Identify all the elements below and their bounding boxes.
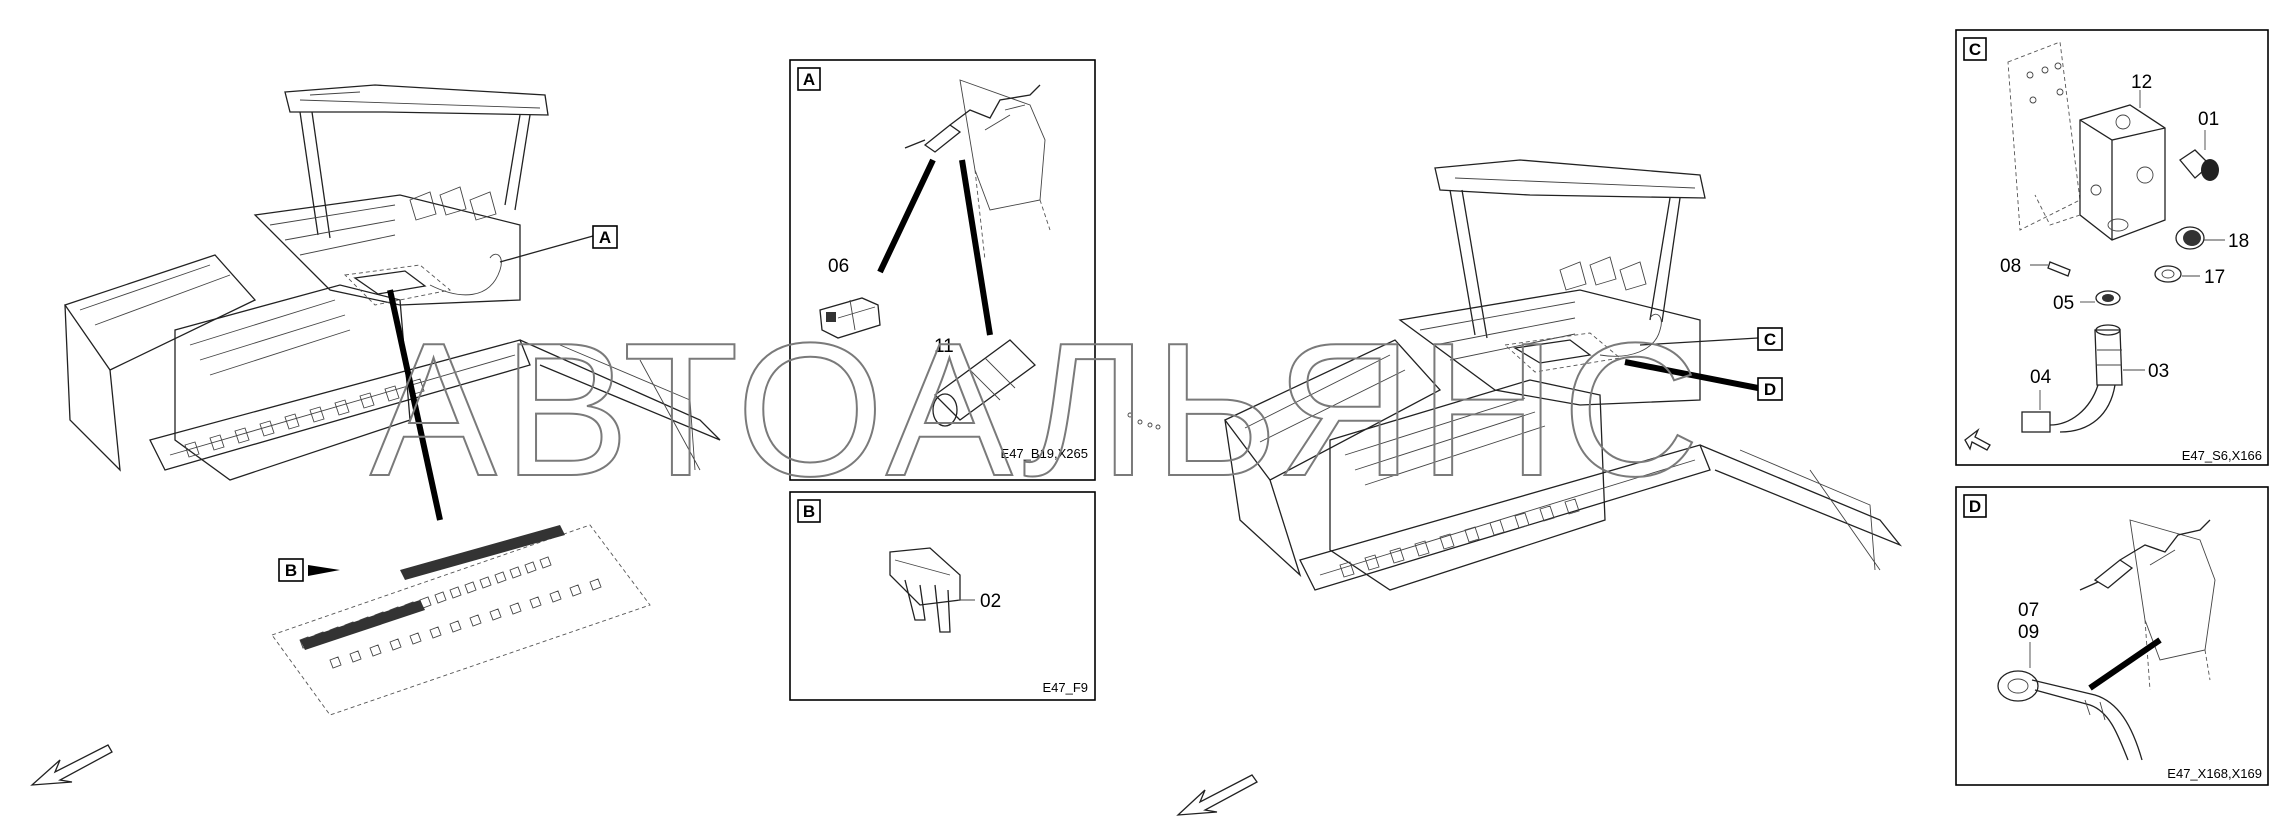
part-number-03: 03: [2148, 361, 2169, 382]
part-number-18: 18: [2228, 231, 2249, 252]
callout-c-right: C: [1757, 327, 1783, 351]
harness-plug-part-04: [2021, 384, 2116, 433]
part-number-09: 09: [2018, 622, 2039, 643]
paver-machine-right: [1224, 159, 1903, 591]
panel-b-drawing-id: E47_F9: [1042, 680, 1088, 695]
direction-arrow-icon: [30, 744, 113, 786]
leader-line: [1624, 359, 1759, 391]
panel-d-letter: D: [1969, 497, 1981, 516]
connector-part-06: [819, 297, 881, 339]
paver-machine-left: [63, 84, 721, 481]
pressure-switch-part-03: [2094, 324, 2123, 386]
fuse-board: [271, 524, 651, 716]
detail-panel-b: B 02 E47_F9: [789, 491, 1096, 701]
part-number-08: 08: [2000, 256, 2021, 277]
leader-line: [877, 158, 936, 274]
part-number-04: 04: [2030, 367, 2052, 388]
callout-a-letter: A: [599, 228, 611, 247]
loose-fasteners: [1127, 412, 1161, 430]
watermark-text: АВТОАЛЬЯНС: [370, 304, 1705, 516]
panel-b-letter: B: [803, 502, 815, 521]
callout-d-right: D: [1757, 377, 1783, 401]
part-number-12: 12: [2131, 72, 2152, 93]
connector-part-11: [932, 339, 1036, 427]
part-number-11: 11: [934, 336, 954, 357]
panel-a-letter: A: [803, 70, 815, 89]
callout-b-letter: B: [285, 561, 297, 580]
part-number-01: 01: [2198, 109, 2219, 130]
part-number-17: 17: [2204, 267, 2225, 288]
panel-c-drawing-id: E47_S6,X166: [2182, 448, 2262, 463]
seal-part-05: [2095, 290, 2121, 306]
callout-b-left: B: [278, 558, 304, 582]
view-arrow-icon: [1964, 427, 1991, 451]
leader-line: [2088, 637, 2162, 691]
push-button-part-01: [2179, 149, 2219, 181]
leader-line: [499, 235, 594, 263]
ring-terminal-part-07-09: [1997, 670, 2143, 761]
callout-a-left: A: [592, 225, 618, 249]
part-number-07: 07: [2018, 600, 2039, 621]
detail-panel-d: D 07 09 E47_X168,X169: [1955, 486, 2269, 786]
part-number-02: 02: [980, 591, 1001, 612]
panel-c-letter: C: [1969, 40, 1981, 59]
panel-a-drawing-id: E47_B19,X265: [1001, 446, 1088, 461]
part-number-06: 06: [828, 256, 849, 277]
view-arrow-icon: [308, 565, 340, 576]
cap-part-18: [2175, 226, 2205, 250]
part-number-05: 05: [2053, 293, 2074, 314]
detail-panel-c: C 12 01 18: [1955, 29, 2269, 466]
leader-line: [959, 159, 993, 336]
leader-line: [387, 289, 443, 521]
fuse-part-02: [889, 547, 975, 633]
nut-part-17: [2154, 265, 2182, 283]
callout-c-letter: C: [1764, 330, 1776, 349]
panel-d-drawing-id: E47_X168,X169: [2167, 766, 2262, 781]
callout-d-letter: D: [1764, 380, 1776, 399]
leader-line: [1639, 337, 1759, 346]
screw-part-08: [2047, 261, 2071, 277]
direction-arrow-icon: [1176, 774, 1258, 816]
switch-box-part-12: [2034, 104, 2166, 241]
detail-panel-a: A 06 11 E47_B19,X265: [789, 59, 1096, 481]
